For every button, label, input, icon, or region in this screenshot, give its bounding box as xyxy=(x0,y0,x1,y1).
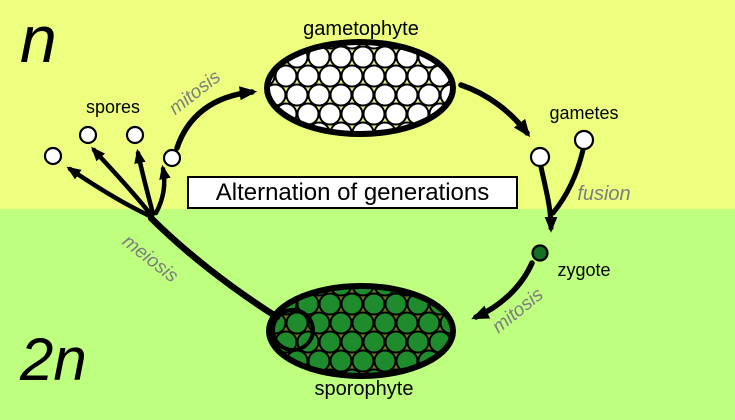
diagram-title: Alternation of generations xyxy=(215,178,490,206)
spores-label: spores xyxy=(85,97,141,117)
fusion-arrow-left-gamete xyxy=(538,164,558,233)
spore-circle-1 xyxy=(43,146,63,166)
meiosis-branch-arrow-3 xyxy=(134,148,156,217)
mitosis-arrow-zygote-to-sporophyte xyxy=(471,260,535,320)
gametophyte-label: gametophyte xyxy=(303,18,419,40)
cycle-arrows xyxy=(66,82,586,321)
diploid-ploidy-label: 2n xyxy=(20,326,87,393)
meiosis-branch-arrow-1 xyxy=(66,166,155,220)
haploid-ploidy-label: n xyxy=(20,2,57,76)
meiosis-trunk-arrow xyxy=(147,214,281,321)
fusion-label: fusion xyxy=(577,183,631,205)
spore-circle-2 xyxy=(78,125,98,145)
gamete-circle-2 xyxy=(573,129,595,151)
diagram-title-box: Alternation of generations xyxy=(187,176,518,209)
gamete-cells xyxy=(529,129,595,168)
gamete-circle-1 xyxy=(529,146,551,168)
arrow-gametophyte-to-gametes xyxy=(458,82,531,138)
gametophyte-body xyxy=(264,39,456,137)
gametes-label: gametes xyxy=(549,103,619,123)
meiosis-branch-arrow-2 xyxy=(91,146,154,218)
zygote-label: zygote xyxy=(557,260,611,280)
sporophyte-border xyxy=(266,283,456,379)
gametophyte-border xyxy=(264,39,456,137)
gametophyte-cells xyxy=(267,42,453,134)
zygote-circle xyxy=(531,244,549,262)
fusion-arrow-right-gamete xyxy=(550,147,586,216)
spore-circle-4 xyxy=(162,148,182,168)
meiosis-branch-arrow-4 xyxy=(153,164,171,216)
spore-mother-cell-highlight-circle xyxy=(271,308,315,352)
sporophyte-body xyxy=(266,283,456,379)
mitosis-arrow-spores-to-gametophyte xyxy=(174,86,258,151)
sporophyte-cells xyxy=(269,286,453,376)
spore-circle-3 xyxy=(125,125,145,145)
sporophyte-label: sporophyte xyxy=(314,378,414,400)
spore-cells xyxy=(43,125,182,168)
